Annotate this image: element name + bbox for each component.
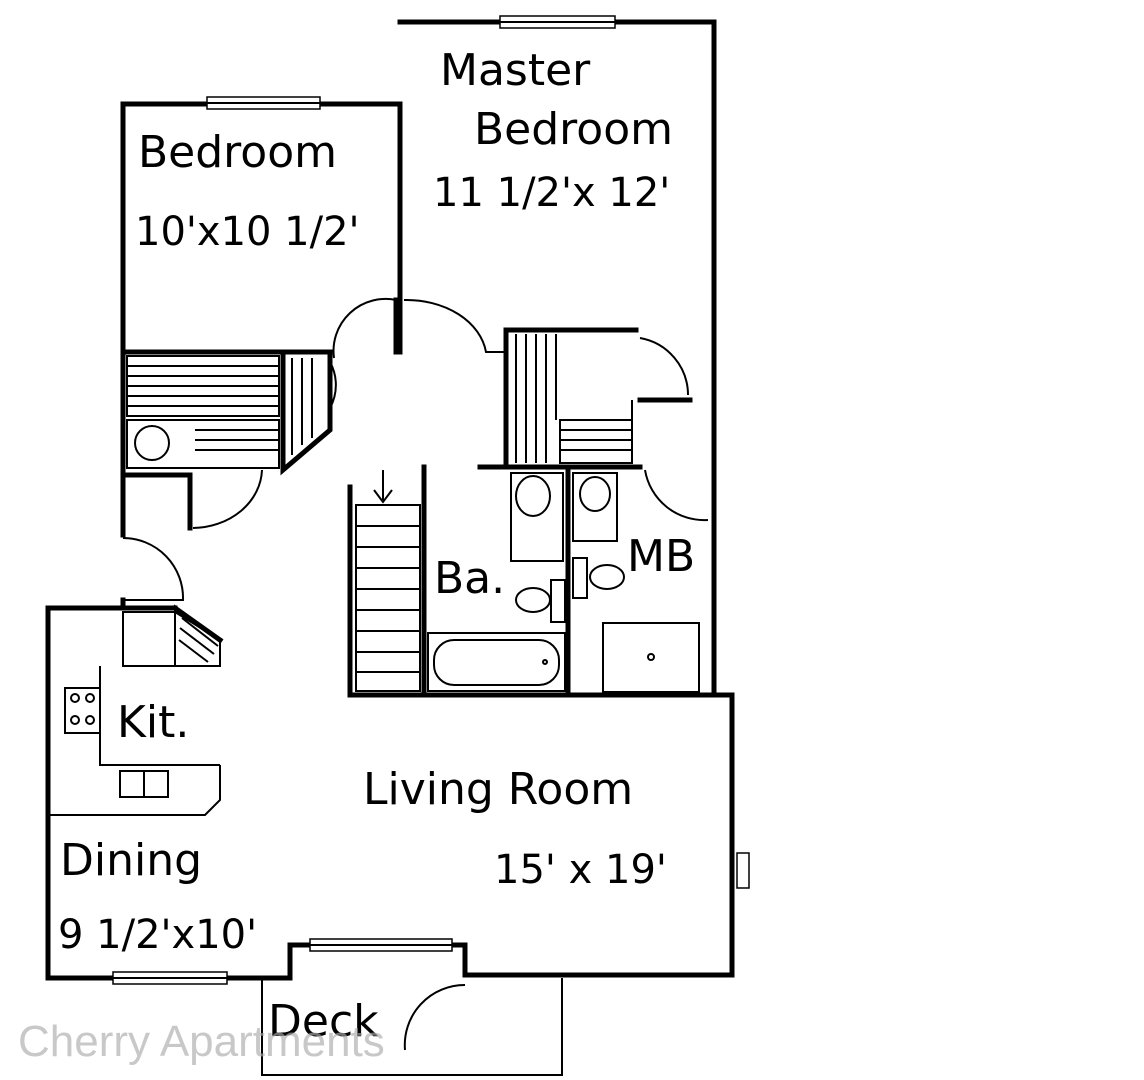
master-bath-label: MB (627, 531, 695, 582)
watermark: Cherry Apartments (18, 1017, 385, 1066)
master-bedroom-label-line1: Master (440, 45, 591, 96)
bath-fixtures (427, 472, 700, 693)
room-labels: Master Bedroom 11 1/2'x 12' Bedroom 10'x… (58, 45, 695, 1047)
doors (122, 297, 709, 1051)
water-heater-icon (134, 425, 170, 461)
kitchen-label: Kit. (117, 697, 189, 748)
sink-icon-2 (579, 476, 611, 512)
kitchen-fixtures (48, 610, 221, 816)
closets (126, 334, 633, 469)
dining-size: 9 1/2'x10' (58, 912, 257, 958)
living-room-size: 15' x 19' (494, 847, 667, 893)
bedroom-label: Bedroom (138, 127, 337, 178)
windows (112, 15, 750, 985)
dining-label: Dining (60, 835, 202, 886)
master-bedroom-label-line2: Bedroom (474, 104, 673, 155)
arrow-down-icon (373, 470, 393, 504)
toilet-icon-2 (589, 564, 625, 590)
living-room-label: Living Room (363, 764, 633, 815)
bedroom-size: 10'x10 1/2' (135, 209, 360, 255)
stove-icon (64, 687, 101, 734)
bath-label: Ba. (434, 553, 505, 604)
master-bedroom-size: 11 1/2'x 12' (433, 170, 670, 216)
deck-label: Deck (268, 996, 379, 1047)
toilet-icon (515, 587, 551, 613)
sink-icon (515, 475, 551, 517)
stairs (355, 470, 421, 692)
